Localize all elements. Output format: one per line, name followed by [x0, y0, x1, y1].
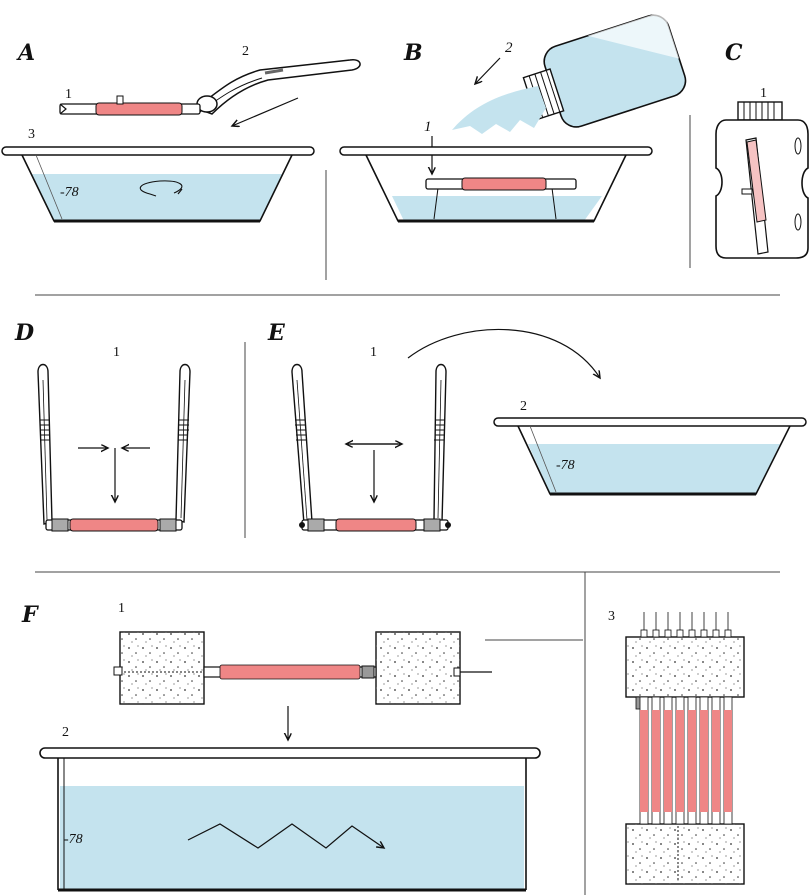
bottle-number: 2: [505, 40, 513, 56]
tube-number: 1: [65, 87, 72, 102]
panel-a: A 2 1 3 -78: [1, 40, 361, 223]
tweezers-number: 2: [242, 44, 249, 59]
cryo-tube-a: [59, 95, 201, 116]
rack-tube: [639, 612, 649, 825]
panel-b-label: B: [403, 40, 423, 66]
tube-number-d: 1: [113, 345, 120, 360]
tube-number-b: 1: [424, 119, 432, 135]
pouring-stream: [452, 86, 546, 134]
rack-tube: [723, 612, 733, 825]
rack-tube: [675, 612, 685, 825]
tube-number-e: 1: [370, 345, 377, 360]
panel-e: E 1 2 -78: [267, 320, 807, 532]
cryo-tube-d: [45, 518, 183, 532]
rack-tube: [711, 612, 721, 825]
panel-f: F 1 2 3 -78: [21, 601, 745, 892]
tweezers-pair-d: [37, 363, 191, 525]
liquid-nitrogen-bottle: [522, 11, 687, 128]
swirl-arrow: [177, 188, 183, 195]
panel-dividers: [35, 115, 780, 895]
zigzag-arrow: [187, 823, 384, 848]
cryo-tube-e: [299, 518, 451, 532]
rack-tube: [699, 612, 709, 825]
panel-c: C 1: [715, 40, 809, 259]
bath-temperature: -78: [60, 185, 79, 200]
transfer-arrow: [407, 328, 600, 378]
panel-e-label: E: [267, 320, 286, 346]
rack-tubes: [639, 612, 733, 825]
holder-number: 1: [118, 601, 125, 616]
panel-c-label: C: [725, 40, 743, 66]
bath-number-e: 2: [520, 399, 527, 414]
container-number: 1: [760, 86, 767, 101]
rack-tube: [651, 612, 661, 825]
tank-temperature: -78: [64, 832, 83, 847]
dry-ice-bath-e: -78: [493, 417, 807, 496]
bath-number: 3: [28, 127, 35, 142]
bath-temperature-e: -78: [556, 458, 575, 473]
tube-rack-f3: [625, 612, 745, 885]
panel-d: D 1: [14, 320, 191, 532]
panel-f-label: F: [21, 602, 39, 628]
tank-number: 2: [62, 725, 69, 740]
rack-number: 3: [608, 609, 615, 624]
rack-tube: [687, 612, 697, 825]
panel-a-label: A: [16, 40, 35, 66]
panel-b: B 2 1: [339, 11, 687, 223]
dry-ice-bath-a: -78: [1, 146, 315, 223]
foam-holder-f1: [113, 631, 492, 705]
tweezers-pair-e: [291, 363, 447, 525]
storage-container: [715, 101, 809, 259]
bath-b: [339, 146, 653, 223]
panel-d-label: D: [14, 320, 34, 346]
dry-ice-tank-f: -78: [39, 747, 541, 892]
pour-label-arrow: [475, 57, 501, 84]
drop-arrow: [232, 97, 299, 126]
rack-tube: [663, 612, 673, 825]
